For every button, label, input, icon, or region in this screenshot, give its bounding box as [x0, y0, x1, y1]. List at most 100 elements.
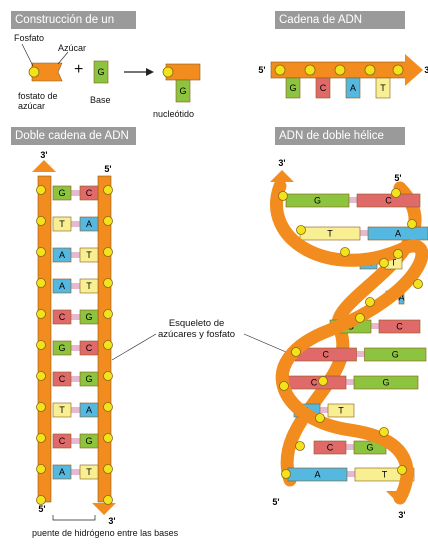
nucleotide-base-letter: G	[179, 86, 186, 96]
ds-phos-r-8	[104, 434, 113, 443]
helix-3-top: 3'	[278, 158, 285, 168]
ds-phos-r-0	[104, 186, 113, 195]
strand-5-end: 5'	[258, 65, 265, 75]
puente-bracket	[53, 515, 95, 520]
helix-phos-back-5	[296, 442, 305, 451]
ds-phos-l-9	[37, 465, 46, 474]
helix-phos-back-6	[282, 470, 291, 479]
ds-right-base-2-letter: T	[86, 250, 92, 260]
helix-phos-front-8	[316, 414, 325, 423]
ds-phos-r-2	[104, 248, 113, 257]
ds-left-base-7-letter: T	[59, 405, 65, 415]
helix-right-base-9-letter: T	[382, 470, 388, 480]
helix-hbond-6	[346, 380, 354, 384]
ds-hbond-0	[71, 191, 80, 195]
label-nucleotido: nucleótido	[153, 109, 194, 119]
helix-hbond-7	[320, 408, 328, 412]
ds-3-top: 3'	[40, 150, 47, 160]
ds-hbond-7	[71, 408, 80, 412]
strand-arrow	[405, 54, 423, 86]
helix-right-base-4-letter: C	[396, 322, 403, 332]
ds-phos-l-5	[37, 341, 46, 350]
ds-phos-l-6	[37, 372, 46, 381]
helix-left-base-0-letter: G	[314, 196, 321, 206]
ds-left-base-3-letter: A	[59, 281, 65, 291]
label-puente: puente de hidrógeno entre las bases	[32, 528, 178, 538]
base-g-piece-letter: G	[97, 67, 104, 77]
strand-phosphate-1	[305, 65, 315, 75]
helix-left-base-1-letter: T	[327, 229, 333, 239]
helix-right-base-6-letter: G	[382, 378, 389, 388]
ds-right-base-6-letter: G	[85, 374, 92, 384]
strand-phosphate-2	[335, 65, 345, 75]
ds-right-base-0-letter: C	[86, 188, 93, 198]
ds-right-base-7-letter: A	[86, 405, 92, 415]
helix-phos-back-3	[366, 298, 375, 307]
helix-phos-front-0	[279, 192, 288, 201]
ds-left-base-5-letter: G	[58, 343, 65, 353]
helix-phos-back-2	[380, 259, 389, 268]
label-esqueleto: Esqueleto de azúcares y fosfato	[158, 318, 235, 340]
strand-phosphate-3	[365, 65, 375, 75]
ds-left-base-0-letter: G	[58, 188, 65, 198]
strand-base-0-letter: G	[289, 83, 296, 93]
ds-phos-l-0	[37, 186, 46, 195]
ds-phos-l-8	[37, 434, 46, 443]
ds-phos-l-end	[37, 496, 46, 505]
helix-right-base-0-letter: C	[385, 196, 392, 206]
ds-hbond-5	[71, 346, 80, 350]
leader-azucar	[58, 52, 68, 64]
ds-hbond-1	[71, 222, 80, 226]
strand-phosphate-end	[393, 65, 403, 75]
label-base: Base	[90, 95, 111, 105]
helix-hbond-0	[349, 198, 357, 202]
helix-hbond-4	[371, 324, 379, 328]
label-fosfato: Fosfato	[14, 33, 44, 43]
ds-phos-r-4	[104, 310, 113, 319]
ds-3-bottom: 3'	[108, 516, 115, 526]
ds-left-base-2-letter: A	[59, 250, 65, 260]
helix-arrow-up	[270, 170, 294, 182]
helix-3-bottom: 3'	[398, 510, 405, 520]
helix-phos-front-7	[280, 382, 289, 391]
helix-right-base-5-letter: G	[392, 350, 399, 360]
ds-5-top: 5'	[104, 164, 111, 174]
leader-fosfato	[22, 44, 33, 66]
helix-left-base-5-letter: C	[323, 350, 330, 360]
helix-right-base-1-letter: A	[395, 229, 401, 239]
ds-left-base-8-letter: C	[59, 436, 66, 446]
ds-phos-r-9	[104, 465, 113, 474]
ds-right-base-4-letter: G	[85, 312, 92, 322]
helix-phos-front-10	[398, 466, 407, 475]
ds-phos-l-3	[37, 279, 46, 288]
ds-hbond-3	[71, 284, 80, 288]
helix-phos-front-1	[297, 226, 306, 235]
plus-sign: +	[74, 62, 83, 78]
label-fosfato-azucar: fostato de azúcar	[18, 91, 58, 111]
ds-phos-l-7	[37, 403, 46, 412]
helix-left-base-9-letter: A	[314, 470, 320, 480]
strand-base-1-letter: C	[320, 83, 327, 93]
label-azucar: Azúcar	[58, 43, 86, 53]
helix-right-base-8-letter: G	[366, 443, 373, 453]
helix-phos-back-0	[392, 189, 401, 198]
helix-left-base-6-letter: C	[311, 378, 318, 388]
ds-phos-r-5	[104, 341, 113, 350]
helix-5-top: 5'	[394, 173, 401, 183]
helix-phos-front-6	[292, 348, 301, 357]
nucleotide-phosphate	[163, 67, 173, 77]
helix-phos-front-3	[394, 250, 403, 259]
strand-base-2-letter: A	[350, 83, 356, 93]
ds-left-base-9-letter: A	[59, 467, 65, 477]
ds-right-base-3-letter: T	[86, 281, 92, 291]
helix-left-base-8-letter: C	[327, 443, 334, 453]
phosphate-circle	[29, 67, 39, 77]
helix-phos-front-9	[380, 428, 389, 437]
helix-phos-front-5	[356, 314, 365, 323]
arrow-down-right	[92, 503, 116, 515]
ds-phos-r-1	[104, 217, 113, 226]
ds-right-base-5-letter: C	[86, 343, 93, 353]
ds-hbond-6	[71, 377, 80, 381]
ds-right-base-9-letter: T	[86, 467, 92, 477]
helix-hbond-8	[346, 445, 354, 449]
